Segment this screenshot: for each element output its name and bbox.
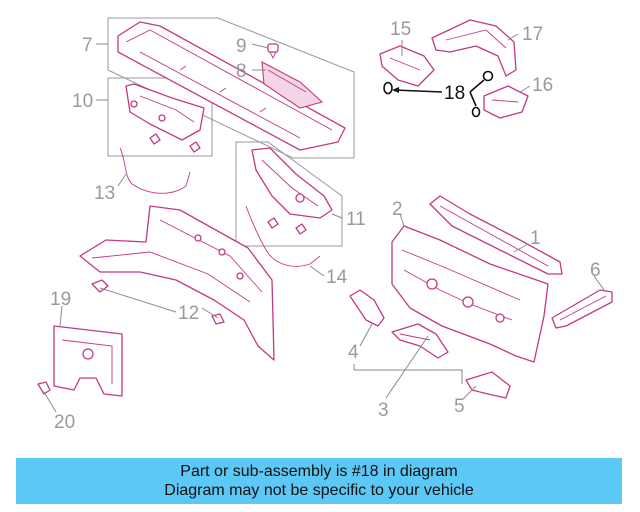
group-frame-11	[235, 141, 343, 247]
callout-13: 13	[94, 183, 115, 204]
dash-panel-part-12	[79, 205, 275, 361]
callout-4: 4	[348, 342, 359, 363]
callout-6: 6	[590, 260, 601, 281]
callout-19: 19	[50, 289, 71, 310]
seal-part-8	[261, 61, 324, 109]
callout-11: 11	[346, 209, 366, 230]
panel-part-19	[53, 325, 123, 397]
callout-20: 20	[54, 412, 75, 433]
callout-9: 9	[236, 36, 247, 57]
callout-8: 8	[236, 61, 247, 82]
cable-part-13	[119, 147, 191, 194]
cowl-panel-part-1	[429, 195, 563, 275]
cowl-top-panel-part-7	[117, 21, 346, 151]
bracket-part-3	[391, 323, 449, 359]
banner-line-disclaimer: Diagram may not be specific to your vehi…	[164, 482, 474, 499]
callout-3: 3	[378, 400, 389, 421]
callout-18: 18	[444, 83, 465, 104]
o-ring-part-18	[383, 70, 494, 118]
callout-16: 16	[532, 75, 553, 96]
callout-10: 10	[72, 91, 93, 112]
callout-1: 1	[530, 228, 541, 249]
bracket-part-15	[379, 45, 435, 87]
parts-diagram: 7 9 8 10 13 11 14 12 19 20 15 17 16 18 2…	[37, 17, 613, 433]
callout-12: 12	[178, 303, 199, 324]
callout-15: 15	[390, 19, 411, 40]
clip-part-9	[267, 43, 279, 60]
banner-line-part: Part or sub-assembly is #18 in diagram	[180, 463, 458, 480]
callout-7: 7	[82, 35, 93, 56]
clip-part-20	[37, 381, 51, 395]
cable-part-14	[245, 205, 321, 267]
reinforcement-part-11	[251, 147, 333, 235]
callout-5: 5	[454, 396, 465, 417]
cowl-panel-part-2	[391, 225, 549, 363]
callout-labels: 7 9 8 10 13 11 14 12 19 20 15 17 16 18 2…	[50, 19, 601, 433]
part-notice-banner: Part or sub-assembly is #18 in diagram D…	[16, 458, 622, 504]
callout-14: 14	[326, 267, 348, 288]
callout-2: 2	[392, 199, 403, 220]
brace-part-6	[551, 289, 613, 329]
leader-lines	[43, 33, 605, 413]
bracket-part-4	[349, 289, 385, 327]
bracket-part-17	[431, 19, 517, 77]
bracket-part-5	[465, 371, 511, 399]
group-frame-7	[107, 17, 355, 159]
callout-17: 17	[522, 24, 543, 45]
bracket-part-10	[125, 83, 205, 153]
bracket-part-16	[483, 85, 529, 119]
